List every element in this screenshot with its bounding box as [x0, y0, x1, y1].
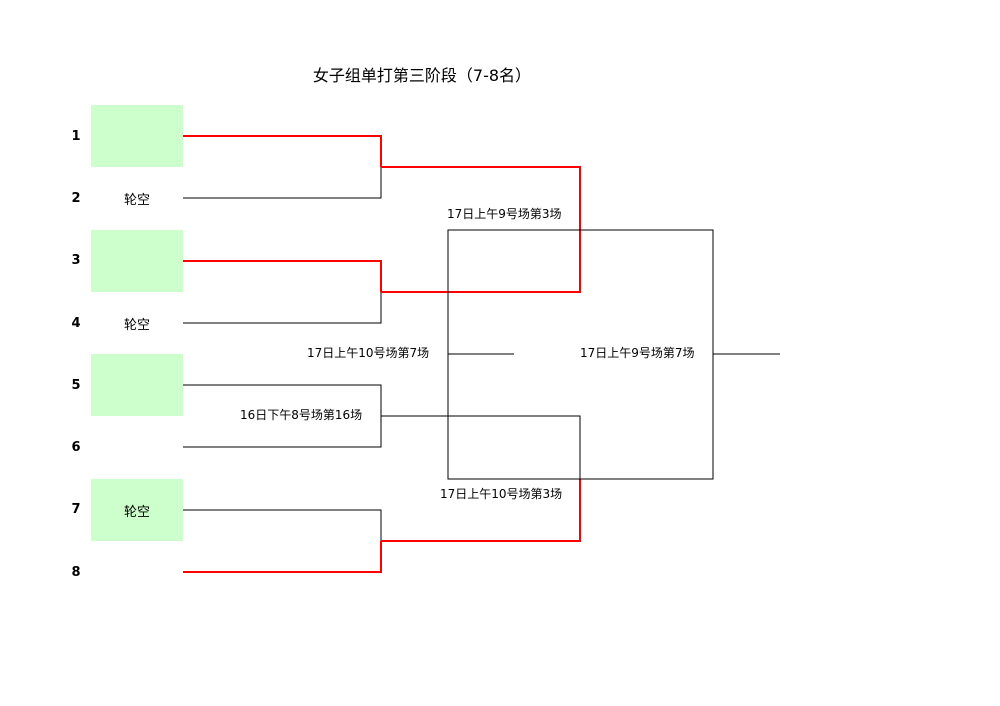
page-title: 女子组单打第三阶段（7-8名）	[312, 66, 532, 85]
entrant-slot-1	[91, 105, 183, 167]
seed-number-4: 4	[71, 316, 81, 331]
line-winner-5-6	[381, 415, 581, 479]
line-seed-8	[183, 541, 382, 573]
line-seed-3	[183, 260, 382, 292]
match-label-semifinal-bottom: 17日上午10号场第3场	[440, 487, 563, 501]
seed-number-1: 1	[71, 129, 81, 144]
line-seed-7	[183, 509, 382, 541]
entrant-slot-2: 轮空	[123, 192, 150, 208]
line-winner-7-8	[381, 479, 581, 542]
match-label-final-right: 17日上午9号场第7场	[580, 346, 695, 360]
match-label-5-6: 16日下午8号场第16场	[240, 408, 363, 422]
entrant-slot-7: 轮空	[91, 479, 183, 541]
line-winner-1-2	[381, 166, 581, 230]
line-seed-2	[183, 167, 382, 199]
seed-number-8: 8	[71, 565, 81, 580]
match-label-final-left: 17日上午10号场第7场	[307, 346, 430, 360]
entrant-slot-4: 轮空	[123, 317, 150, 333]
seed-number-3: 3	[71, 253, 81, 268]
seed-number-6: 6	[71, 440, 81, 455]
line-seed-1	[183, 135, 382, 167]
seed-number-5: 5	[71, 378, 81, 393]
line-winner-3-4	[381, 230, 581, 293]
line-seed-4	[183, 292, 382, 324]
match-label-semifinal-top: 17日上午9号场第3场	[447, 207, 562, 221]
seed-number-2: 2	[71, 191, 81, 206]
seed-number-7: 7	[71, 502, 81, 517]
entrant-slot-5	[91, 354, 183, 416]
entrant-slot-3	[91, 230, 183, 292]
